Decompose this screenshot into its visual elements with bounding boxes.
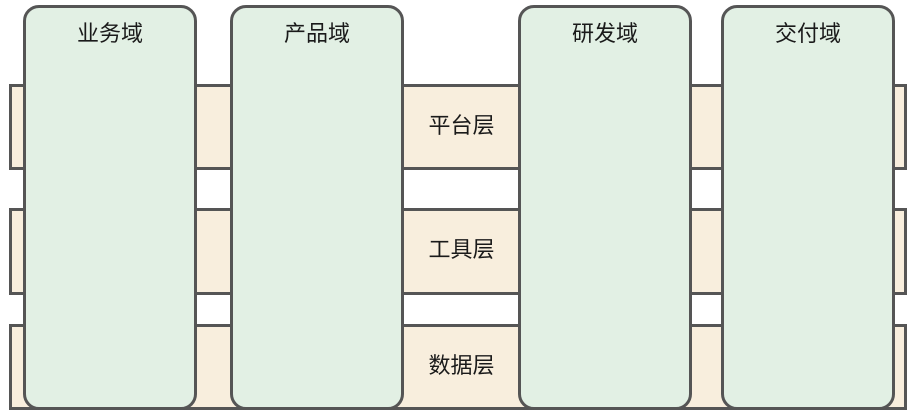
domain-product-label: 产品域 [283, 22, 350, 47]
layer-data-label: 数据层 [428, 354, 495, 379]
domain-business: 业务域 [23, 5, 197, 410]
domain-rnd: 研发域 [518, 5, 692, 410]
domain-delivery: 交付域 [721, 5, 895, 410]
layer-tools-label: 工具层 [428, 238, 495, 263]
layer-platform-label: 平台层 [428, 114, 495, 139]
domain-rnd-label: 研发域 [571, 22, 638, 47]
domain-delivery-label: 交付域 [774, 22, 841, 47]
domain-product: 产品域 [230, 5, 404, 410]
domain-business-label: 业务域 [76, 22, 143, 47]
